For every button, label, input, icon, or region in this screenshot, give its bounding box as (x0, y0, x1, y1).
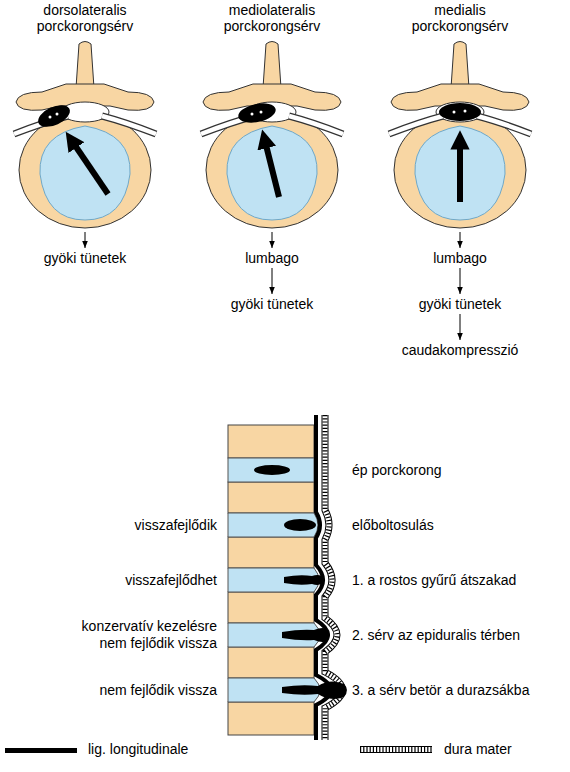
legend-dura-sample (360, 747, 432, 752)
stage-label: 2. sérv az epiduralis térben (352, 627, 520, 644)
flow-text: gyöki tünetek (385, 296, 535, 312)
vertebra-illustration (389, 42, 531, 229)
vertebra (389, 42, 531, 229)
disc (228, 513, 318, 537)
vertebral-body (228, 592, 314, 623)
hernia-dot (251, 113, 254, 116)
flow-node: caudakompresszió (385, 342, 535, 358)
hernia (237, 100, 278, 126)
nucleus (284, 519, 316, 531)
flow-node: gyöki tünetek (197, 296, 347, 312)
flow-arrow (460, 232, 461, 248)
legend-ligament-sample (5, 748, 77, 753)
stage-label: 1. a rostos gyűrű átszakad (352, 572, 516, 589)
outcome-label: visszafejlődhet (42, 572, 217, 589)
nucleus (284, 575, 324, 585)
hernia (35, 101, 73, 132)
hernia (439, 103, 481, 121)
vertebra-heading: dorsolateralis porckorongsérv (10, 2, 160, 34)
nucleus (254, 465, 290, 475)
hernia-dot (464, 110, 467, 113)
flow-arrow (460, 314, 461, 340)
vertebra-heading: mediolateralis porckorongsérv (197, 2, 347, 34)
vertebra-heading: medialis porckorongsérv (385, 2, 535, 34)
vertebra (201, 42, 343, 229)
outcome-label: visszafejlődik (42, 517, 217, 534)
outcome-label: nem fejlődik vissza (42, 682, 217, 699)
vertebra-illustration (14, 42, 156, 229)
flow-node: lumbago (197, 250, 347, 266)
vertebra-node: dorsolateralis porckorongsérv (10, 2, 160, 230)
vertebral-body (228, 537, 314, 568)
flow-text: gyöki tünetek (10, 250, 160, 266)
vertebra-illustration (201, 42, 343, 229)
legend-text: dura mater (444, 741, 512, 758)
direction-arrow (70, 138, 108, 194)
spine-section (228, 415, 347, 740)
stage-label: 3. a sérv betör a durazsákba (352, 682, 529, 699)
legend-dura-sample (360, 747, 432, 752)
vertebral-body (228, 702, 314, 735)
vertebral-body (228, 647, 314, 678)
vertebral-body (228, 482, 314, 513)
vertebra (14, 42, 156, 229)
hernia-dot (260, 111, 263, 114)
flow-node: lumbago (385, 250, 535, 266)
stage-label: ép porckorong (352, 462, 442, 479)
hernia-dot (453, 111, 456, 114)
hernia-dot (56, 113, 59, 116)
flow-text: lumbago (385, 250, 535, 266)
vertebra-node: medialis porckorongsérv (385, 2, 535, 230)
direction-arrow (264, 137, 279, 197)
nucleus (282, 628, 330, 642)
vertebral-body (228, 425, 314, 458)
flow-text: lumbago (197, 250, 347, 266)
flow-text: gyöki tünetek (197, 296, 347, 312)
flow-node: gyöki tünetek (385, 296, 535, 312)
flow-text: caudakompresszió (385, 342, 535, 358)
flow-arrow (85, 232, 86, 248)
outcome-label: konzervatív kezelésre nem fejlődik vissz… (67, 618, 217, 652)
legend-dura-sample (360, 746, 432, 753)
flow-node: gyöki tünetek (10, 250, 160, 266)
flow-arrow (272, 268, 273, 294)
disc (228, 458, 314, 482)
hernia-dot (49, 116, 52, 119)
nucleus (282, 681, 347, 698)
legend-text: lig. longitudinale (88, 741, 188, 758)
direction-arrow (457, 138, 463, 202)
vertebra-node: mediolateralis porckorongsérv (197, 2, 347, 230)
flow-arrow (272, 232, 273, 248)
stage-label: előboltosulás (352, 517, 434, 534)
flow-arrow (460, 268, 461, 294)
